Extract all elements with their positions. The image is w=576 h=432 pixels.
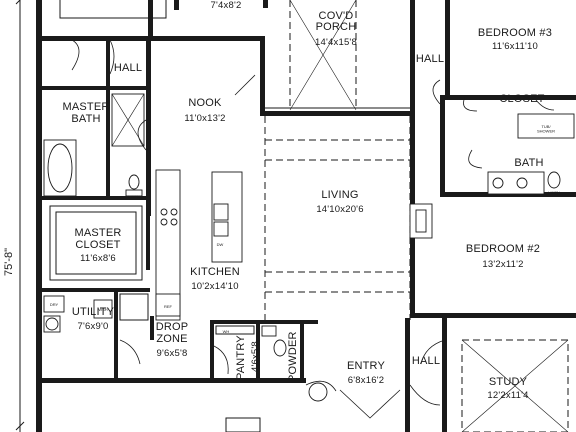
interior-walls-left	[42, 40, 318, 380]
entry-bench	[225, 417, 261, 432]
pantry-dim: 4'6x5'8	[250, 341, 261, 372]
master-closet-shelves	[49, 205, 143, 281]
bath-name: BATH	[514, 157, 543, 169]
bedroom3-dim: 11'6x11'10	[492, 41, 538, 52]
pantry-shelves: WH	[215, 325, 255, 335]
drop-zone-dim: 9'6x5'8	[157, 348, 188, 359]
pantry-name: PANTRY	[235, 335, 247, 380]
hall-top-right-name: HALL	[416, 53, 444, 65]
porch-outline	[265, 0, 410, 111]
powder-fixtures	[261, 325, 287, 357]
master-closet-dim: 11'6x8'6	[80, 253, 116, 264]
washer-label: WSH	[98, 307, 107, 312]
utility-dim: 7'6x9'0	[78, 321, 109, 332]
tub-shower-label: TUB/SHOWER	[537, 124, 555, 133]
powder-name: POWDER	[287, 331, 299, 382]
top-partial-room: 7'4x8'2	[59, 0, 242, 19]
door-swings	[71, 39, 555, 419]
bedroom2-dim: 13'2x11'2	[482, 259, 523, 270]
living-dim: 14'10x20'6	[316, 204, 363, 215]
utility-name: UTILITY	[72, 306, 115, 318]
ref-label: REF	[164, 304, 173, 309]
bedroom3-name: BEDROOM #3	[478, 27, 552, 39]
kitchen-name: KITCHEN	[190, 266, 240, 278]
utility-fixtures: DRY WSH	[43, 295, 113, 333]
porch-dim: 14'4x15'8	[315, 37, 357, 48]
bedroom2-name: BEDROOM #2	[466, 243, 540, 255]
drop-zone-bench	[119, 293, 149, 321]
kitchen-fixtures: REF DW	[155, 169, 243, 321]
entry-dim: 6'8x16'2	[348, 375, 384, 386]
kitchen-dim: 10'2x14'10	[191, 281, 238, 292]
bath-fixtures: LINEN TUB/SHOWER	[487, 113, 575, 195]
study-dim: 12'2x11'4	[487, 390, 528, 401]
entry-name: ENTRY	[347, 360, 386, 372]
dw-label: DW	[217, 242, 224, 247]
hall-bottom-name: HALL	[412, 355, 440, 367]
hall-top-left-name: HALL	[114, 62, 142, 74]
study-name: STUDY	[489, 376, 528, 388]
top-partial-dim: 7'4x8'2	[211, 0, 242, 11]
closet-name: CLOSET	[499, 93, 544, 105]
wh-label: WH	[223, 329, 230, 334]
nook-name: NOOK	[188, 97, 222, 109]
study-ceiling	[461, 339, 569, 432]
linen-bath-label: LINEN	[548, 190, 560, 195]
living-name: LIVING	[321, 189, 358, 201]
overall-dimension-line: 75'-8"	[3, 0, 25, 432]
fireplace	[409, 203, 433, 239]
dryer-label: DRY	[50, 302, 59, 307]
overall-dimension-label: 75'-8"	[3, 248, 15, 276]
linen-master-label: LINEN	[128, 194, 140, 199]
master-bath-fixtures: LINEN	[43, 93, 145, 199]
nook-dim: 11'0x13'2	[184, 113, 225, 124]
